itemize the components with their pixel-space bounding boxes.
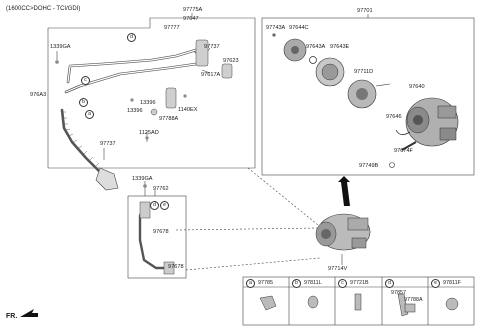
hose-group-frame xyxy=(47,17,256,169)
callout-a: a xyxy=(85,110,94,119)
part-label-97711D: 97711D xyxy=(354,69,374,75)
part-label-97737-upper: 97737 xyxy=(204,44,220,50)
callout-e: e xyxy=(160,201,169,210)
callout-d-low: d xyxy=(150,201,159,210)
part-label-97737-lower: 97737 xyxy=(100,141,116,147)
callout-b: b xyxy=(79,98,88,107)
engine-spec-header: (1600CC>DOHC - TCI/GDI) xyxy=(6,6,81,12)
part-label-97617A: 97617A xyxy=(201,72,221,78)
part-label-97775A: 97775A xyxy=(183,7,203,13)
part-label-97749B: 97749B xyxy=(359,163,379,169)
legend-key-b: b xyxy=(292,279,301,288)
part-label-97678-b: 97678 xyxy=(168,264,184,270)
part-label-97714V: 97714V xyxy=(328,266,348,272)
part-label-97644C: 97644C xyxy=(289,25,309,31)
callout-c: c xyxy=(81,76,90,85)
part-label-97674F: 97674F xyxy=(394,148,413,154)
part-label-13396-a: 13396 xyxy=(140,100,156,106)
part-label-97643A: 97643A xyxy=(306,44,326,50)
compressor-illustration xyxy=(315,213,371,251)
part-label-1140EX: 1140EX xyxy=(178,107,198,113)
legend-part-97857: 97857 xyxy=(391,290,406,296)
part-label-97646: 97646 xyxy=(386,114,402,120)
part-label-1125AD: 1125AD xyxy=(139,130,159,136)
part-label-13396-b: 13396 xyxy=(127,108,143,114)
clutch-exploded-illustration xyxy=(272,33,459,168)
part-label-97643E: 97643E xyxy=(330,44,350,50)
legend-part-97785: 97785 xyxy=(258,280,273,286)
front-direction-label: FR. xyxy=(6,313,18,320)
part-label-1339GA-top: 1339GA xyxy=(50,44,71,50)
legend-part-97721B: 97721B xyxy=(350,280,369,286)
legend-key-c: c xyxy=(338,279,347,288)
front-arrow-icon xyxy=(20,309,38,317)
legend-part-97788A: 97788A xyxy=(404,297,423,303)
part-label-97647: 97647 xyxy=(183,16,199,22)
legend-part-97811F: 97811F xyxy=(443,280,461,286)
part-label-976A3: 976A3 xyxy=(30,92,47,98)
part-label-97701: 97701 xyxy=(357,8,373,14)
discharge-hose-frame xyxy=(127,195,187,279)
part-label-97743A: 97743A xyxy=(266,25,286,31)
legend-table-frame xyxy=(242,276,475,326)
part-label-97777: 97777 xyxy=(164,25,180,31)
legend-part-97811L: 97811L xyxy=(304,280,322,286)
part-label-97678-a: 97678 xyxy=(153,229,169,235)
muffler xyxy=(95,167,119,191)
part-label-97640: 97640 xyxy=(409,84,425,90)
legend-key-a: a xyxy=(246,279,255,288)
legend-key-e: e xyxy=(431,279,440,288)
part-label-97788A: 97788A xyxy=(159,116,179,122)
callout-d-top: d xyxy=(127,33,136,42)
legend-key-d: d xyxy=(385,279,394,288)
part-label-97623: 97623 xyxy=(223,58,239,64)
part-label-1339GA-low: 1339GA xyxy=(132,176,153,182)
part-label-97762: 97762 xyxy=(153,186,169,192)
